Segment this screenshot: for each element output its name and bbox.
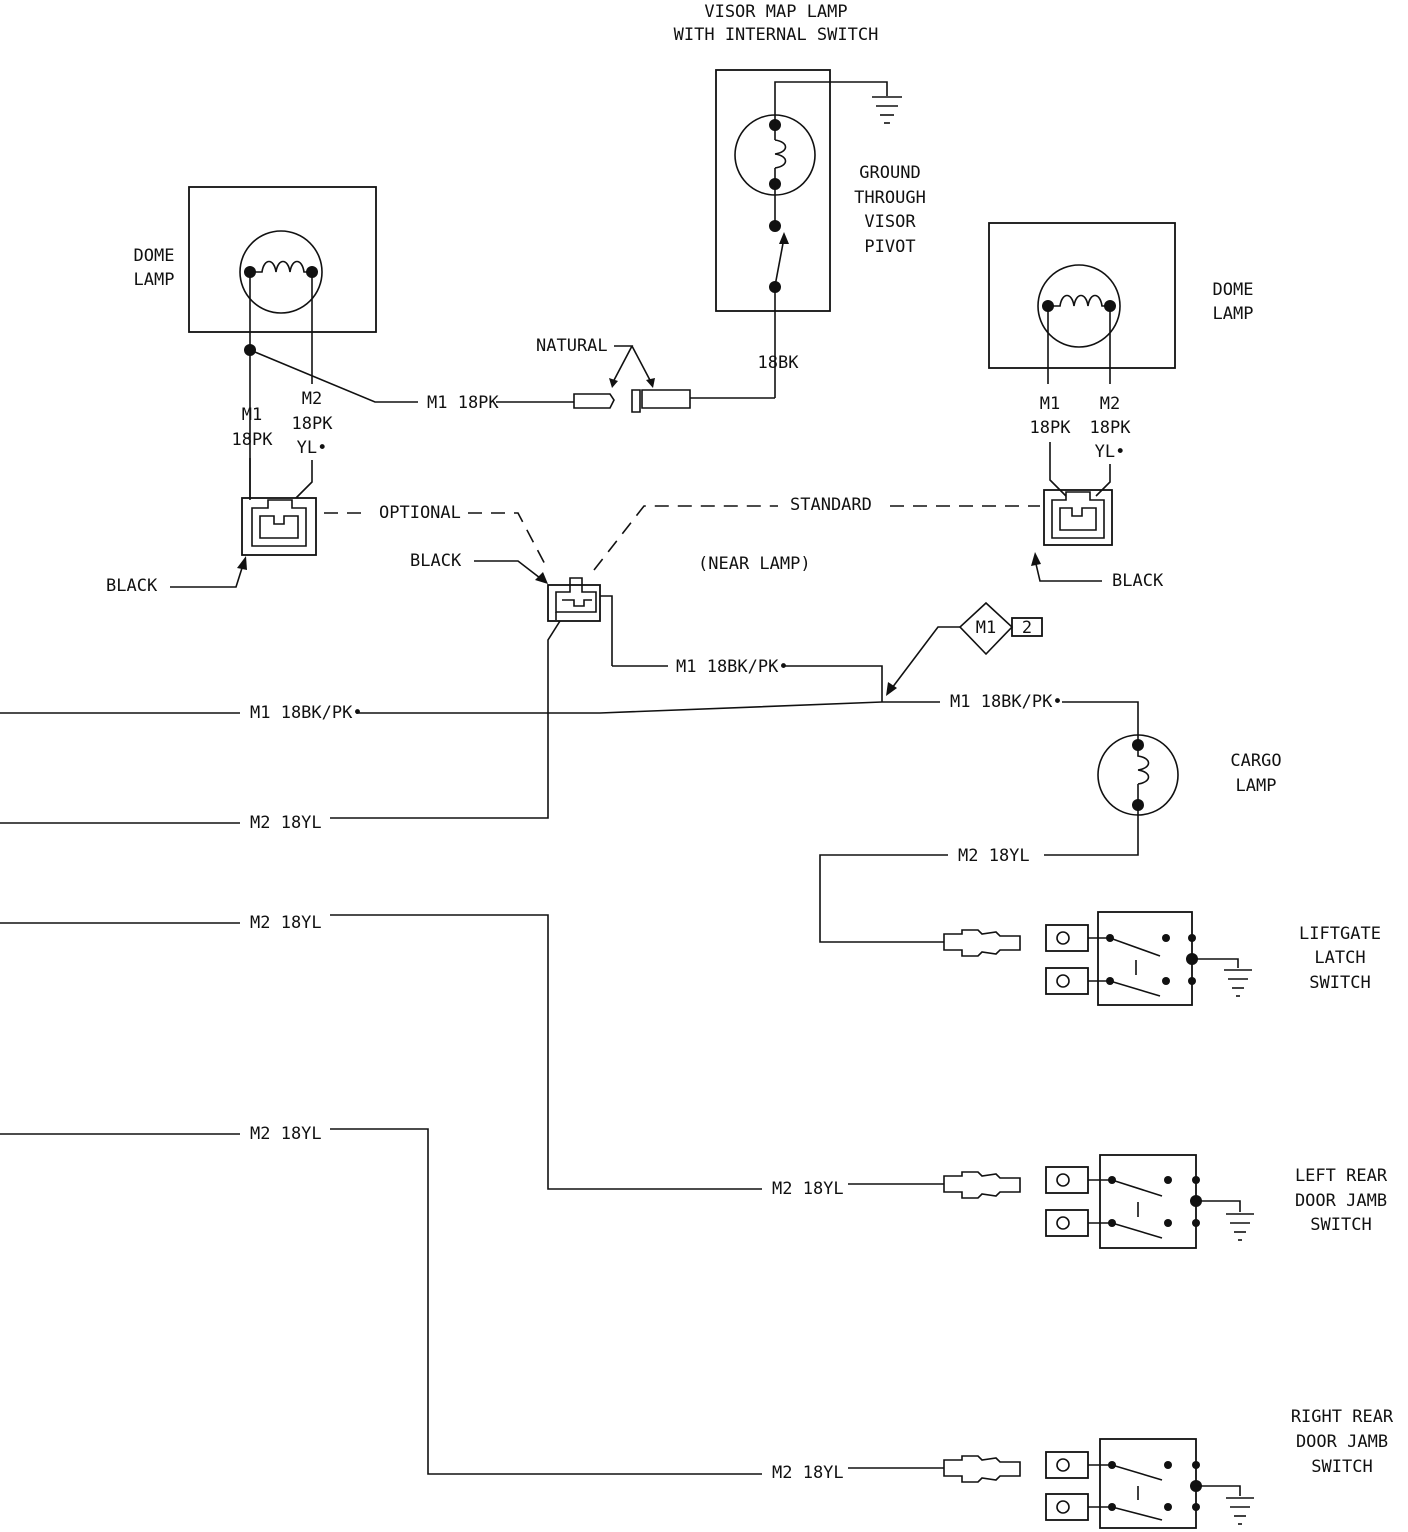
dome-lamp-left-label-2: LAMP	[134, 270, 175, 290]
wire-label-m1-bkpk-upper: M1 18BK/PK•	[676, 657, 789, 677]
black-right-label: BLACK	[1112, 571, 1164, 591]
natural-label: NATURAL	[536, 336, 608, 356]
liftgate-ground-icon	[1224, 969, 1252, 997]
ground-through-visor-pivot-1: GROUND	[859, 163, 920, 183]
left-rear-plug-icon	[943, 1171, 1021, 1199]
wire-label-m2-yl-right-rear: M2 18YL	[772, 1463, 844, 1483]
dome-lamp-left-bulb	[239, 230, 323, 314]
dome-lamp-left-filament-icon	[250, 260, 312, 273]
right-rear-switch-label-2: DOOR JAMB	[1296, 1432, 1388, 1452]
dome-lamp-left-label-1: DOME	[134, 246, 175, 266]
ground-through-visor-pivot-2: THROUGH	[854, 188, 926, 208]
liftgate-latch-switch: LIFTGATE LATCH SWITCH	[943, 911, 1381, 1006]
splice-ref-label: M1	[976, 618, 996, 638]
cargo-lamp-filament-icon	[1137, 746, 1150, 804]
visor-map-lamp: VISOR MAP LAMP WITH INTERNAL SWITCH 18BK…	[674, 2, 926, 399]
wire-label-m1-bkpk-cargo: M1 18BK/PK•	[950, 692, 1063, 712]
right-m1-label-1: M1	[1040, 394, 1060, 414]
wire-label-m2-yl-4: M2 18YL	[958, 846, 1030, 866]
visor-map-lamp-title-2: WITH INTERNAL SWITCH	[674, 25, 879, 45]
visor-internal-switch-icon	[774, 232, 789, 287]
standard-dashed-route: STANDARD (NEAR LAMP)	[593, 495, 1040, 574]
dome-lamp-left-housing	[188, 186, 377, 333]
right-rear-plug-icon	[943, 1455, 1021, 1483]
right-rear-switch-label-3: SWITCH	[1311, 1457, 1372, 1477]
ground-through-visor-pivot-3: VISOR	[864, 212, 916, 232]
liftgate-plug-icon	[943, 929, 1021, 957]
wire-label-m2-yl-3: M2 18YL	[250, 1124, 322, 1144]
visor-ground-icon	[872, 96, 902, 124]
left-m1-label-1: M1	[242, 405, 262, 425]
left-m2-label-3: YL•	[297, 438, 328, 458]
ground-through-visor-pivot-4: PIVOT	[864, 237, 915, 257]
wire-label-m2-yl-1: M2 18YL	[250, 813, 322, 833]
right-m2-label-3: YL•	[1095, 442, 1126, 462]
visor-map-lamp-housing	[715, 69, 831, 312]
cargo-lamp: CARGO LAMP M2 18YL	[819, 734, 1282, 943]
right-rear-door-jamb-switch: RIGHT REAR DOOR JAMB SWITCH	[943, 1407, 1394, 1529]
right-m2-label-1: M2	[1100, 394, 1120, 414]
wire-label-18bk: 18BK	[758, 353, 800, 373]
connector-right: BLACK	[1031, 489, 1164, 591]
left-m1-label-2: 18PK	[232, 430, 274, 450]
m2-yl-wires: M2 18YL M2 18YL M2 18YL M2 18YL M2 18YL	[0, 813, 944, 1483]
dome-lamp-right: DOME LAMP M1 18PK M2 18PK YL•	[988, 222, 1254, 497]
visor-map-lamp-title-1: VISOR MAP LAMP	[704, 2, 847, 22]
wire-label-m2-yl-2: M2 18YL	[250, 913, 322, 933]
right-m1-label-2: 18PK	[1030, 418, 1072, 438]
cargo-lamp-label-2: LAMP	[1236, 776, 1277, 796]
left-rear-switch-label-1: LEFT REAR	[1295, 1166, 1388, 1186]
visor-lamp-filament-icon	[774, 127, 787, 183]
connector-center: BLACK M1 18BK/PK•	[330, 551, 883, 819]
right-rear-switch-label-1: RIGHT REAR	[1291, 1407, 1394, 1427]
wire-label-m2-yl-left-rear: M2 18YL	[772, 1179, 844, 1199]
standard-label: STANDARD	[790, 495, 872, 515]
dome-lamp-left: DOME LAMP M1 18PK M1 18PK M2 18PK YL•	[134, 186, 574, 500]
optional-dashed-route: OPTIONAL	[324, 503, 549, 571]
dome-lamp-right-label-1: DOME	[1213, 280, 1254, 300]
left-rear-door-jamb-switch: LEFT REAR DOOR JAMB SWITCH	[943, 1154, 1388, 1249]
m1-bkpk-main-wire: M1 18BK/PK• M1 18BK/PK•	[0, 692, 1139, 744]
wire-label-m1-bkpk-main: M1 18BK/PK•	[250, 703, 363, 723]
liftgate-switch-label-2: LATCH	[1314, 948, 1365, 968]
black-center-label: BLACK	[410, 551, 462, 571]
splice-m1-2: M1 2	[886, 601, 1043, 696]
left-rear-switch-label-2: DOOR JAMB	[1295, 1191, 1387, 1211]
near-lamp-label: (NEAR LAMP)	[698, 554, 811, 574]
natural-connector: NATURAL	[536, 336, 691, 413]
right-m2-label-2: 18PK	[1090, 418, 1132, 438]
liftgate-switch-label-1: LIFTGATE	[1299, 924, 1381, 944]
dome-lamp-right-label-2: LAMP	[1213, 304, 1254, 324]
connector-left: BLACK	[106, 497, 317, 596]
left-m2-label-1: M2	[302, 389, 322, 409]
left-rear-switch-label-3: SWITCH	[1310, 1215, 1371, 1235]
optional-label: OPTIONAL	[379, 503, 461, 523]
dome-lamp-right-filament-icon	[1048, 294, 1110, 307]
left-m2-label-2: 18PK	[292, 414, 334, 434]
dome-lamp-right-housing	[988, 222, 1176, 369]
black-left-label: BLACK	[106, 576, 158, 596]
left-rear-ground-icon	[1226, 1213, 1254, 1241]
wire-label-m1-18pk: M1 18PK	[427, 393, 499, 413]
liftgate-switch-label-3: SWITCH	[1309, 973, 1370, 993]
cargo-lamp-label-1: CARGO	[1230, 751, 1281, 771]
dome-lamp-right-bulb	[1037, 264, 1121, 348]
right-rear-ground-icon	[1226, 1497, 1254, 1525]
splice-num-label: 2	[1022, 618, 1032, 638]
